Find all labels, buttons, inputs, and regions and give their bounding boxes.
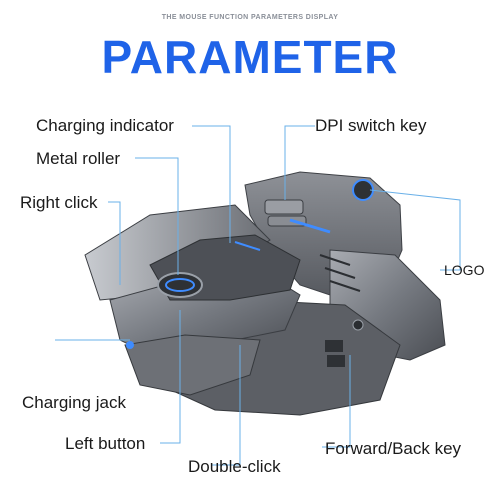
callout-lines bbox=[55, 125, 461, 466]
label-charging-indicator: Charging indicator bbox=[36, 116, 174, 135]
label-right-click: Right click bbox=[20, 193, 98, 212]
page-title: PARAMETER bbox=[101, 31, 399, 83]
page-subtitle: THE MOUSE FUNCTION PARAMETERS DISPLAY bbox=[161, 14, 339, 21]
label-double-click: Double-click bbox=[188, 457, 281, 476]
label-metal-roller: Metal roller bbox=[36, 149, 121, 168]
label-left-button: Left button bbox=[65, 434, 146, 453]
label-logo: LOGO bbox=[444, 262, 485, 278]
label-forward-back-key: Forward/Back key bbox=[325, 439, 462, 458]
mouse-image bbox=[84, 171, 446, 416]
label-charging-jack: Charging jack bbox=[22, 393, 126, 412]
label-dpi-switch-key: DPI switch key bbox=[315, 116, 427, 135]
